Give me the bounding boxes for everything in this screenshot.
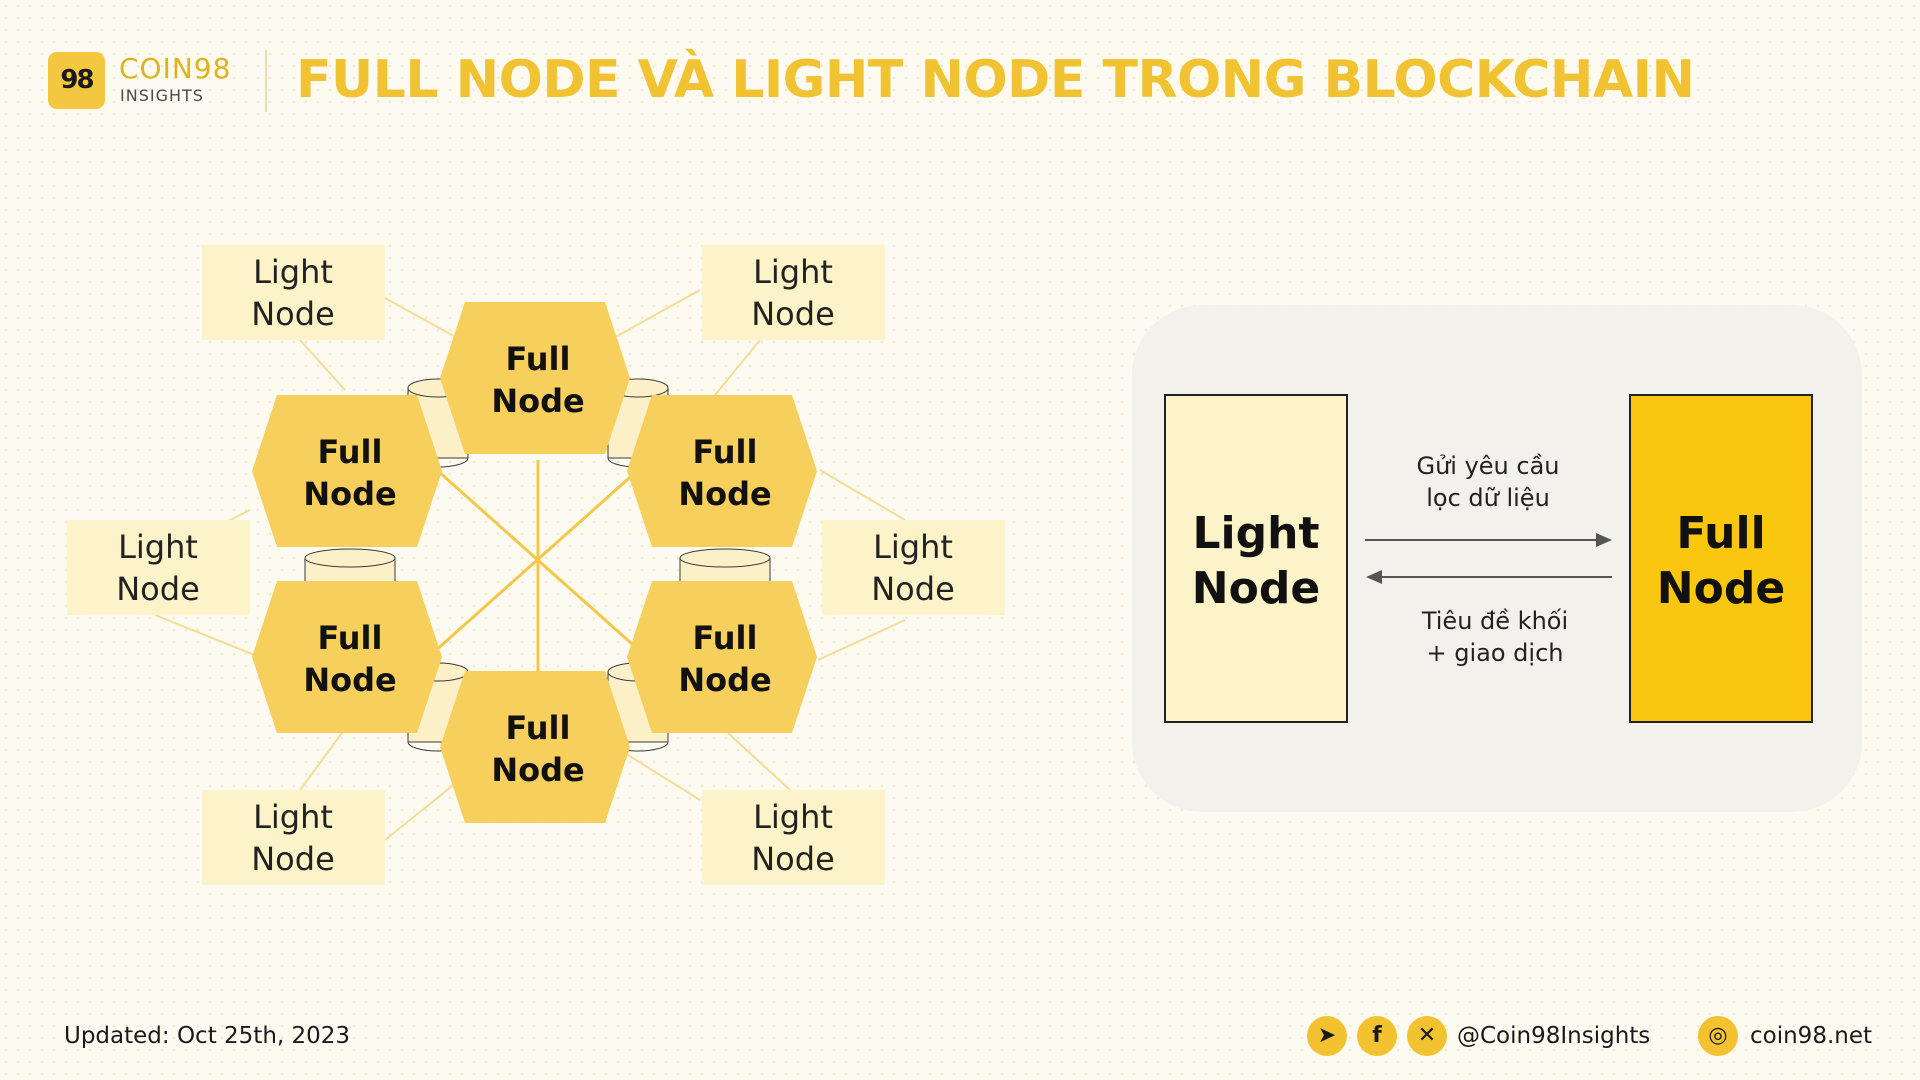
full-node-hexagon bbox=[627, 395, 817, 547]
light-node-label: Light bbox=[873, 528, 953, 566]
full-node-label: Node bbox=[678, 475, 771, 513]
light-node-label: Light bbox=[253, 253, 333, 291]
request-arrow bbox=[1365, 533, 1612, 547]
light-node-label: Light bbox=[753, 253, 833, 291]
light-node-label: Node bbox=[751, 295, 835, 333]
light-node-box bbox=[202, 790, 385, 885]
full-node-label: Full bbox=[506, 709, 571, 747]
full-node-label: Full bbox=[318, 433, 383, 471]
brand-name: COIN98 bbox=[119, 52, 232, 85]
social-handle[interactable]: @Coin98Insights bbox=[1457, 1023, 1651, 1049]
globe-icon[interactable]: ◎ bbox=[1698, 1016, 1738, 1056]
flow-light-node-label: Light bbox=[1193, 508, 1320, 559]
light-node-box bbox=[202, 245, 385, 340]
light-node-label: Node bbox=[871, 570, 955, 608]
light-node-box bbox=[67, 520, 250, 615]
full-node-label: Full bbox=[318, 619, 383, 657]
header-divider bbox=[265, 50, 267, 112]
logo-mark: 98 bbox=[60, 65, 94, 95]
flow-full-node-label: Node bbox=[1657, 563, 1785, 614]
website-link[interactable]: coin98.net bbox=[1750, 1023, 1873, 1049]
full-node-hexagon bbox=[440, 302, 630, 454]
full-node-label: Node bbox=[491, 382, 584, 420]
light-node-box bbox=[702, 245, 885, 340]
facebook-icon[interactable]: f bbox=[1357, 1016, 1397, 1056]
x-icon[interactable]: ✕ bbox=[1407, 1016, 1447, 1056]
full-node-label: Node bbox=[303, 661, 396, 699]
request-label: Gửi yêu cầu bbox=[1416, 452, 1559, 480]
light-node-label: Node bbox=[251, 840, 335, 878]
light-node-connectors bbox=[154, 289, 906, 841]
light-node-label: Light bbox=[118, 528, 198, 566]
updated-date: Updated: Oct 25th, 2023 bbox=[64, 1023, 351, 1049]
response-label: Tiêu đề khối bbox=[1421, 607, 1568, 635]
light-node-labels: Light Node Light Node Light Node Light N… bbox=[116, 253, 955, 878]
full-node-connectors bbox=[419, 453, 656, 700]
light-node-label: Node bbox=[751, 840, 835, 878]
full-node-label: Full bbox=[693, 619, 758, 657]
response-arrow bbox=[1366, 570, 1612, 584]
light-node-box bbox=[702, 790, 885, 885]
light-node-label: Node bbox=[116, 570, 200, 608]
full-node-labels: Full Node Full Node Full Node Full Node … bbox=[303, 340, 771, 789]
flow-light-node-label: Node bbox=[1192, 563, 1320, 614]
full-node-label: Node bbox=[303, 475, 396, 513]
flow-full-node-label: Full bbox=[1676, 508, 1765, 559]
brand-subtitle: INSIGHTS bbox=[120, 86, 204, 105]
full-node-hexagon bbox=[252, 395, 442, 547]
flow-light-node-box bbox=[1164, 394, 1348, 723]
full-node-label: Node bbox=[491, 751, 584, 789]
flow-full-node-box bbox=[1629, 394, 1813, 723]
light-node-label: Node bbox=[251, 295, 335, 333]
full-node-hexagon bbox=[440, 671, 630, 823]
full-node-label: Full bbox=[506, 340, 571, 378]
request-label: lọc dữ liệu bbox=[1426, 484, 1550, 512]
full-node-hexagon bbox=[627, 581, 817, 733]
full-node-label: Full bbox=[693, 433, 758, 471]
response-label: + giao dịch bbox=[1427, 639, 1564, 667]
telegram-icon[interactable]: ➤ bbox=[1307, 1016, 1347, 1056]
coin98-logo-icon bbox=[48, 52, 105, 109]
light-node-boxes bbox=[67, 245, 1005, 885]
full-node-label: Node bbox=[678, 661, 771, 699]
full-node-hexagons bbox=[252, 302, 817, 823]
light-node-label: Light bbox=[753, 798, 833, 836]
full-node-hexagon bbox=[252, 581, 442, 733]
light-node-label: Light bbox=[253, 798, 333, 836]
page-title: FULL NODE VÀ LIGHT NODE TRONG BLOCKCHAIN bbox=[296, 50, 1695, 110]
light-node-box bbox=[822, 520, 1005, 615]
